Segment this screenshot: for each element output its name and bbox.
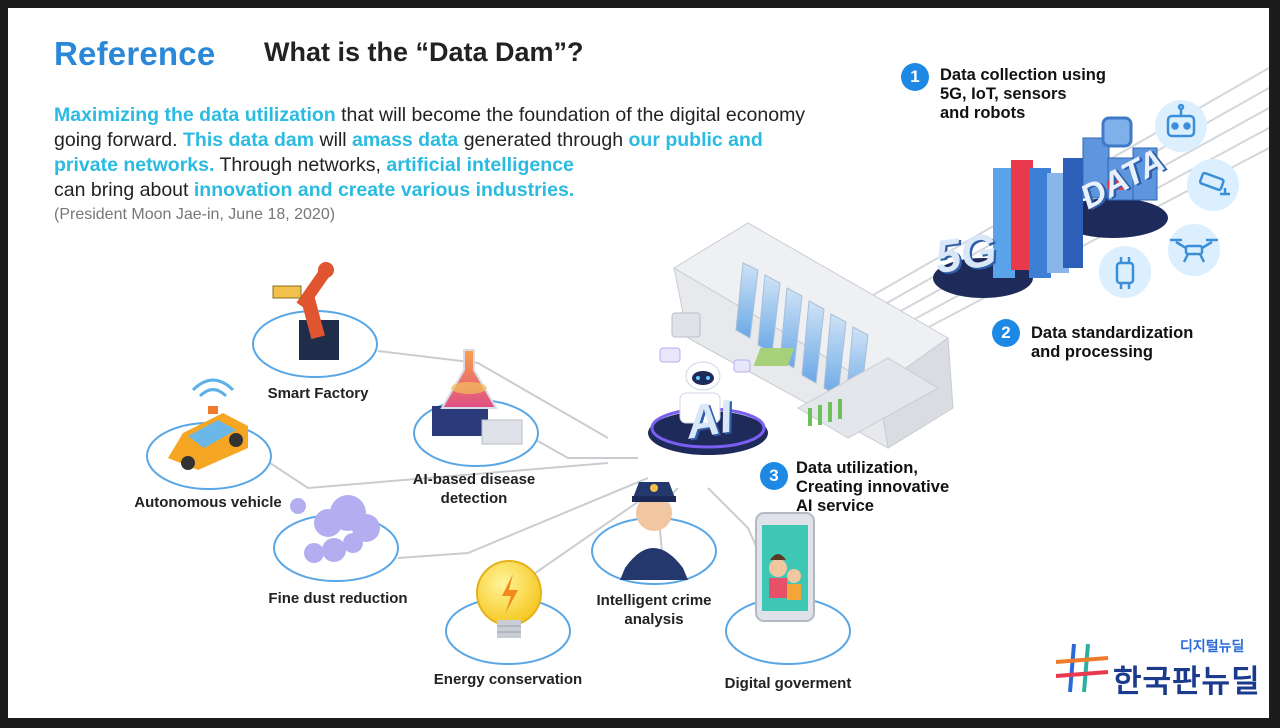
label-intelligent-crime-analysis: Intelligent crime analysis [564, 591, 744, 629]
slide: 5G DATA AI Reference What is the “Data D… [8, 8, 1269, 718]
dam [673, 222, 954, 449]
step-line: Creating innovative [796, 478, 950, 496]
robot-icon [1166, 103, 1196, 138]
car-icon [168, 378, 248, 470]
label-energy-conservation: Energy conservation [408, 670, 608, 689]
label-line: AI-based disease [412, 471, 536, 488]
logo-subtitle: 디지털뉴딜 [1180, 638, 1245, 654]
intro-segment: generated through [458, 129, 629, 151]
cctv-icon [1198, 171, 1230, 196]
intro-segment: amass data [352, 129, 459, 151]
step-3-number: 3 [760, 462, 788, 490]
step-line: Data collection using [940, 66, 1106, 84]
label-line: detection [440, 490, 508, 507]
iot-icon-circles [1099, 100, 1239, 298]
police-officer-icon [620, 482, 688, 580]
intro-segment: artificial intelligence [386, 154, 574, 176]
step-1-text: Data collection using 5G, IoT, sensors a… [940, 66, 1106, 123]
step-line: and processing [1031, 343, 1153, 361]
intro-segment: that will become the foundation of the d… [54, 104, 806, 151]
intro-segment: will [314, 129, 353, 151]
korean-new-deal-logo-icon [1055, 643, 1109, 693]
intro-segment: Through networks, [214, 154, 387, 176]
step-line: AI service [796, 497, 874, 515]
step-3-text: Data utilization, Creating innovative AI… [796, 459, 949, 516]
intro-segment: Maximizing the data utilization [54, 104, 336, 126]
step-2-number: 2 [992, 319, 1020, 347]
ai-text: AI [681, 389, 737, 449]
lightbulb-icon [476, 560, 542, 638]
quote-attribution: (President Moon Jae-in, June 18, 2020) [54, 206, 336, 223]
data-dam-illustration [146, 67, 1269, 665]
flask-icon [432, 349, 523, 445]
fiveg-text: 5G [931, 222, 1000, 284]
label-line: Digital goverment [724, 675, 852, 692]
intro-segment: innovation and create various industries… [193, 179, 575, 201]
page-title: What is the “Data Dam”? [264, 37, 584, 67]
label-line: Autonomous vehicle [134, 494, 282, 511]
label-line: Fine dust reduction [268, 590, 408, 607]
step-line: 5G, IoT, sensors [940, 85, 1067, 103]
cloud-icon [290, 495, 380, 563]
intro-quote: Maximizing the data utilization that wil… [54, 103, 814, 203]
intro-segment: our public and private networks. [54, 129, 763, 176]
label-line: Smart Factory [267, 385, 369, 402]
label-line: Intelligent crime [596, 592, 712, 609]
step-line: Data standardization [1031, 324, 1194, 342]
label-line: Energy conservation [433, 671, 583, 688]
label-line: analysis [624, 611, 684, 628]
logo-title: 한국판뉴딜 [1113, 664, 1261, 699]
step-line: and robots [940, 104, 1026, 122]
label-fine-dust-reduction: Fine dust reduction [238, 589, 438, 608]
reference-tag: Reference [54, 35, 216, 72]
label-autonomous-vehicle: Autonomous vehicle [118, 493, 298, 512]
step-2-text: Data standardization and processing [1031, 324, 1193, 362]
intro-segment: can bring about [54, 179, 194, 201]
label-ai-disease-detection: AI-based disease detection [384, 470, 564, 508]
step-1-number: 1 [901, 63, 929, 91]
smartphone-icon [755, 512, 815, 622]
step-line: Data utilization, [796, 459, 918, 477]
drone-icon [1170, 238, 1218, 263]
label-smart-factory: Smart Factory [228, 384, 408, 403]
ai-robot [648, 312, 768, 455]
robot-arm-icon [272, 262, 339, 360]
data-cluster [933, 116, 1168, 298]
intro-segment: This data dam [183, 129, 315, 151]
label-digital-government: Digital goverment [698, 674, 878, 693]
smartwatch-icon [1115, 257, 1135, 289]
